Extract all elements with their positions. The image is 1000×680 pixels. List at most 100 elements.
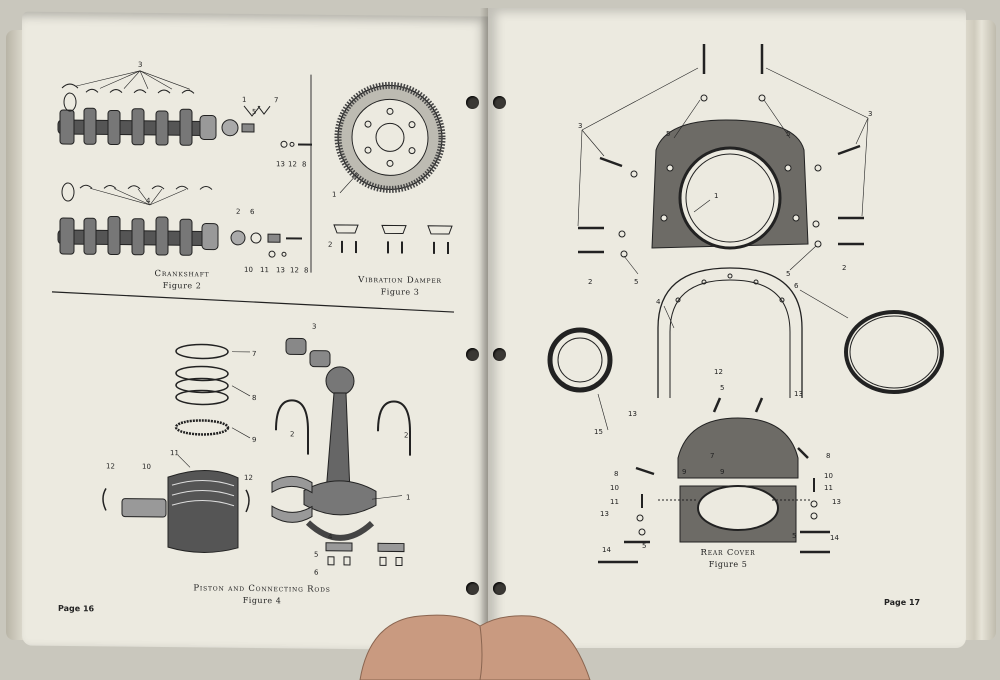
rear-seal-large	[846, 312, 942, 392]
vibration-damper-illustration: 1 2	[328, 83, 468, 264]
svg-text:9: 9	[252, 436, 256, 444]
crankshaft-lower	[58, 216, 302, 257]
svg-text:5: 5	[786, 130, 790, 138]
svg-text:10: 10	[824, 472, 833, 480]
svg-text:10: 10	[142, 463, 151, 471]
svg-text:2: 2	[404, 432, 408, 440]
svg-text:2: 2	[290, 430, 294, 438]
figure-4-number: Figure 4	[172, 594, 352, 607]
svg-text:9: 9	[682, 468, 686, 476]
svg-text:13: 13	[276, 266, 285, 274]
svg-text:3: 3	[138, 61, 142, 69]
svg-text:6: 6	[250, 208, 255, 216]
left-page-number: Page 16	[58, 604, 94, 613]
binder-hole-left-top	[466, 96, 479, 109]
svg-text:5: 5	[786, 270, 790, 278]
binder-hole-left-bottom	[466, 582, 479, 595]
right-page: 3 5 5 3 1 2 2 5 5 4 6 15 12 5 13 13 7 8 8 9 9 10 1…	[488, 8, 966, 648]
snap-ring-left	[103, 488, 106, 510]
svg-text:8: 8	[614, 470, 618, 478]
figure-2-caption: Crankshaft Figure 2	[122, 269, 242, 292]
svg-text:6: 6	[794, 282, 799, 290]
svg-text:13: 13	[794, 390, 803, 398]
svg-text:6: 6	[314, 569, 319, 577]
snap-ring-right	[246, 490, 249, 512]
crankshaft-illustration: 3 4 13 12 8 1 7 5 2 6 11 13 12 8 10	[40, 52, 320, 285]
bearing-shells-lower	[62, 183, 212, 203]
svg-text:10: 10	[610, 484, 619, 492]
svg-text:1: 1	[332, 191, 336, 199]
figure-3-title: Vibration Damper	[340, 275, 460, 287]
svg-text:4: 4	[328, 533, 333, 541]
bearing-shells-upper	[62, 84, 194, 112]
piston	[168, 470, 238, 553]
left-page: 3 4 13 12 8 1 7 5 2 6 11 13 12 8 10 Cran…	[22, 12, 488, 651]
figure-2-number: Figure 2	[122, 280, 242, 292]
rod-nut-plates	[326, 543, 404, 566]
svg-text:12: 12	[290, 266, 299, 274]
figure-3-number: Figure 3	[340, 286, 460, 298]
figure-4-caption: Piston and Connecting Rods Figure 4	[172, 583, 352, 607]
rear-cover-gasket	[658, 268, 802, 398]
svg-text:11: 11	[610, 498, 619, 506]
svg-text:13: 13	[832, 498, 841, 506]
thumb-holding-book	[360, 600, 600, 680]
svg-text:13: 13	[600, 510, 609, 518]
svg-text:15: 15	[594, 428, 603, 436]
svg-text:7: 7	[710, 452, 714, 460]
svg-text:1: 1	[242, 96, 246, 104]
svg-text:8: 8	[826, 452, 830, 460]
svg-text:14: 14	[830, 534, 839, 542]
rear-cover-lower-housing	[678, 418, 798, 542]
svg-text:12: 12	[714, 368, 723, 376]
svg-text:5: 5	[634, 278, 638, 286]
svg-text:8: 8	[302, 160, 306, 168]
svg-text:2: 2	[588, 278, 592, 286]
svg-text:5: 5	[666, 130, 670, 138]
svg-text:3: 3	[868, 110, 872, 118]
svg-text:13: 13	[628, 410, 637, 418]
right-page-number: Page 17	[884, 598, 920, 607]
binder-hole-right-top	[493, 96, 506, 109]
connecting-rod	[304, 367, 376, 539]
rear-cover-illustration: 3 5 5 3 1 2 2 5 5 4 6 15 12 5 13 13 7 8 8 9 9 10 1…	[538, 38, 978, 578]
piston-connecting-rod-illustration: 3 7 8 9 11 10 12 12 2 2 1 4 5 6	[72, 308, 452, 582]
figure-5-title: Rear Cover	[668, 548, 788, 559]
figure-5-caption: Rear Cover Figure 5	[668, 548, 788, 570]
rear-cover-upper	[652, 120, 808, 248]
svg-text:4: 4	[656, 298, 661, 306]
svg-text:7: 7	[252, 350, 256, 358]
binder-hole-left-middle	[466, 348, 479, 361]
damper-bolt-plates	[334, 225, 452, 254]
svg-text:8: 8	[252, 394, 256, 402]
svg-text:8: 8	[304, 267, 308, 275]
svg-text:5: 5	[792, 532, 796, 540]
rod-bearing-inserts	[286, 338, 330, 366]
piston-pin	[122, 499, 166, 517]
svg-text:2: 2	[842, 264, 846, 272]
svg-text:9: 9	[720, 468, 724, 476]
svg-text:2: 2	[328, 241, 332, 249]
svg-text:12: 12	[244, 474, 253, 482]
svg-text:5: 5	[720, 384, 724, 392]
svg-text:14: 14	[602, 546, 611, 554]
svg-text:12: 12	[106, 462, 115, 470]
svg-text:10: 10	[244, 266, 253, 274]
figure-5-number: Figure 5	[668, 559, 788, 570]
svg-text:5: 5	[314, 551, 318, 559]
svg-text:11: 11	[260, 266, 269, 274]
svg-text:3: 3	[578, 122, 582, 130]
svg-text:2: 2	[236, 208, 240, 216]
svg-text:1: 1	[406, 494, 410, 502]
figure-3-caption: Vibration Damper Figure 3	[340, 275, 460, 298]
svg-text:7: 7	[274, 96, 278, 104]
svg-text:1: 1	[714, 192, 718, 200]
rear-seal-small	[550, 330, 610, 390]
svg-text:4: 4	[146, 197, 151, 205]
piston-rings	[176, 344, 228, 435]
svg-text:11: 11	[170, 449, 179, 457]
crankshaft-upper	[58, 108, 254, 146]
svg-text:12: 12	[288, 160, 297, 168]
svg-text:5: 5	[642, 542, 646, 550]
svg-text:5: 5	[252, 108, 256, 116]
